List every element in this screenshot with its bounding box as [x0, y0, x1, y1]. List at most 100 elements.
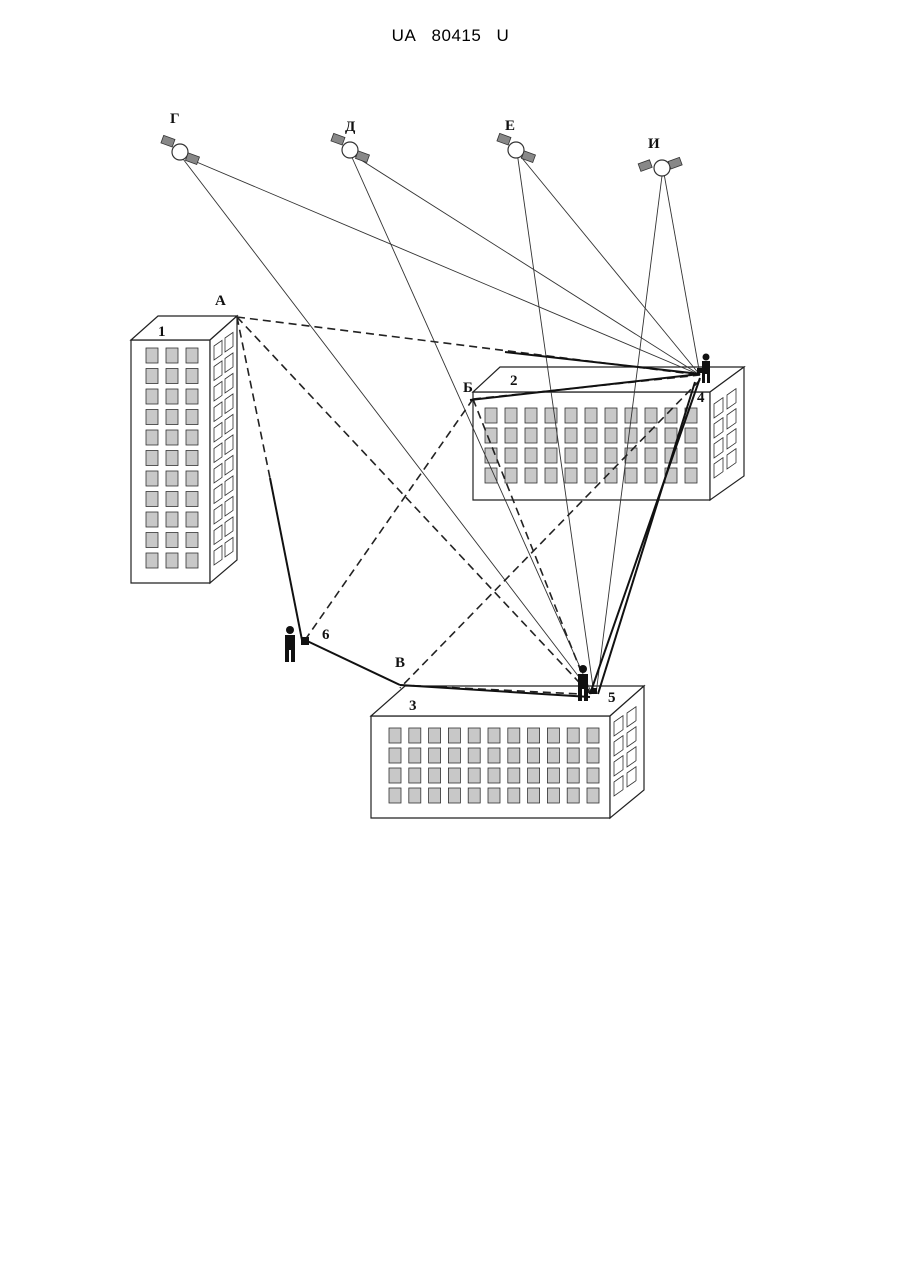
window	[186, 369, 198, 384]
window	[448, 788, 460, 803]
window	[585, 408, 597, 423]
label-satellite-e: Е	[505, 118, 515, 134]
window	[567, 728, 579, 743]
window	[645, 468, 657, 483]
window	[547, 728, 559, 743]
window	[488, 788, 500, 803]
window	[468, 768, 480, 783]
window	[146, 512, 158, 527]
window	[528, 788, 540, 803]
window	[685, 448, 697, 463]
satellite-g-icon	[161, 135, 200, 164]
window	[186, 389, 198, 404]
window	[468, 788, 480, 803]
window	[389, 768, 401, 783]
window	[166, 512, 178, 527]
window	[166, 471, 178, 486]
window	[605, 428, 617, 443]
window	[547, 768, 559, 783]
window	[528, 728, 540, 743]
window	[587, 788, 599, 803]
window	[146, 451, 158, 466]
window	[166, 492, 178, 507]
window	[409, 748, 421, 763]
window	[409, 768, 421, 783]
window	[585, 468, 597, 483]
window	[508, 728, 520, 743]
label-building-3: 3	[409, 698, 417, 714]
window	[625, 468, 637, 483]
window	[567, 768, 579, 783]
window	[186, 430, 198, 445]
window	[547, 748, 559, 763]
window	[166, 369, 178, 384]
window	[605, 408, 617, 423]
window	[508, 748, 520, 763]
window	[585, 428, 597, 443]
satellites	[161, 133, 682, 176]
window	[146, 369, 158, 384]
satellite-d-icon	[331, 133, 370, 162]
building-1-front-windows	[146, 348, 198, 568]
window	[525, 448, 537, 463]
window	[645, 448, 657, 463]
window	[166, 451, 178, 466]
window	[505, 428, 517, 443]
label-satellite-d: Д	[345, 119, 356, 135]
window	[545, 468, 557, 483]
window	[166, 389, 178, 404]
window	[166, 348, 178, 363]
person-6-icon	[285, 626, 309, 662]
window	[409, 728, 421, 743]
window	[525, 428, 537, 443]
satellite-i-icon	[638, 157, 682, 176]
window	[146, 492, 158, 507]
window	[186, 348, 198, 363]
window	[186, 533, 198, 548]
window	[409, 788, 421, 803]
window	[448, 748, 460, 763]
window	[488, 768, 500, 783]
window	[166, 553, 178, 568]
window	[146, 471, 158, 486]
window	[508, 788, 520, 803]
window	[485, 448, 497, 463]
window	[587, 748, 599, 763]
window	[605, 448, 617, 463]
label-receiver-4: 4	[697, 390, 705, 406]
window	[186, 471, 198, 486]
window	[528, 748, 540, 763]
window	[505, 468, 517, 483]
window	[567, 788, 579, 803]
window	[468, 728, 480, 743]
label-point-v: В	[395, 655, 405, 671]
window	[485, 468, 497, 483]
window	[448, 768, 460, 783]
window	[429, 728, 441, 743]
building-1	[131, 316, 237, 583]
window	[528, 768, 540, 783]
label-building-2: 2	[510, 373, 518, 389]
label-point-a: А	[215, 293, 226, 309]
window	[146, 553, 158, 568]
window	[567, 748, 579, 763]
window	[565, 408, 577, 423]
window	[389, 748, 401, 763]
window	[186, 512, 198, 527]
window	[587, 728, 599, 743]
label-receiver-5: 5	[608, 690, 616, 706]
window	[186, 410, 198, 425]
window	[625, 428, 637, 443]
window	[485, 408, 497, 423]
window	[186, 553, 198, 568]
window	[429, 768, 441, 783]
window	[146, 533, 158, 548]
window	[146, 389, 158, 404]
window	[186, 451, 198, 466]
window	[685, 468, 697, 483]
window	[565, 468, 577, 483]
window	[429, 788, 441, 803]
window	[525, 468, 537, 483]
satellite-e-icon	[497, 133, 536, 162]
